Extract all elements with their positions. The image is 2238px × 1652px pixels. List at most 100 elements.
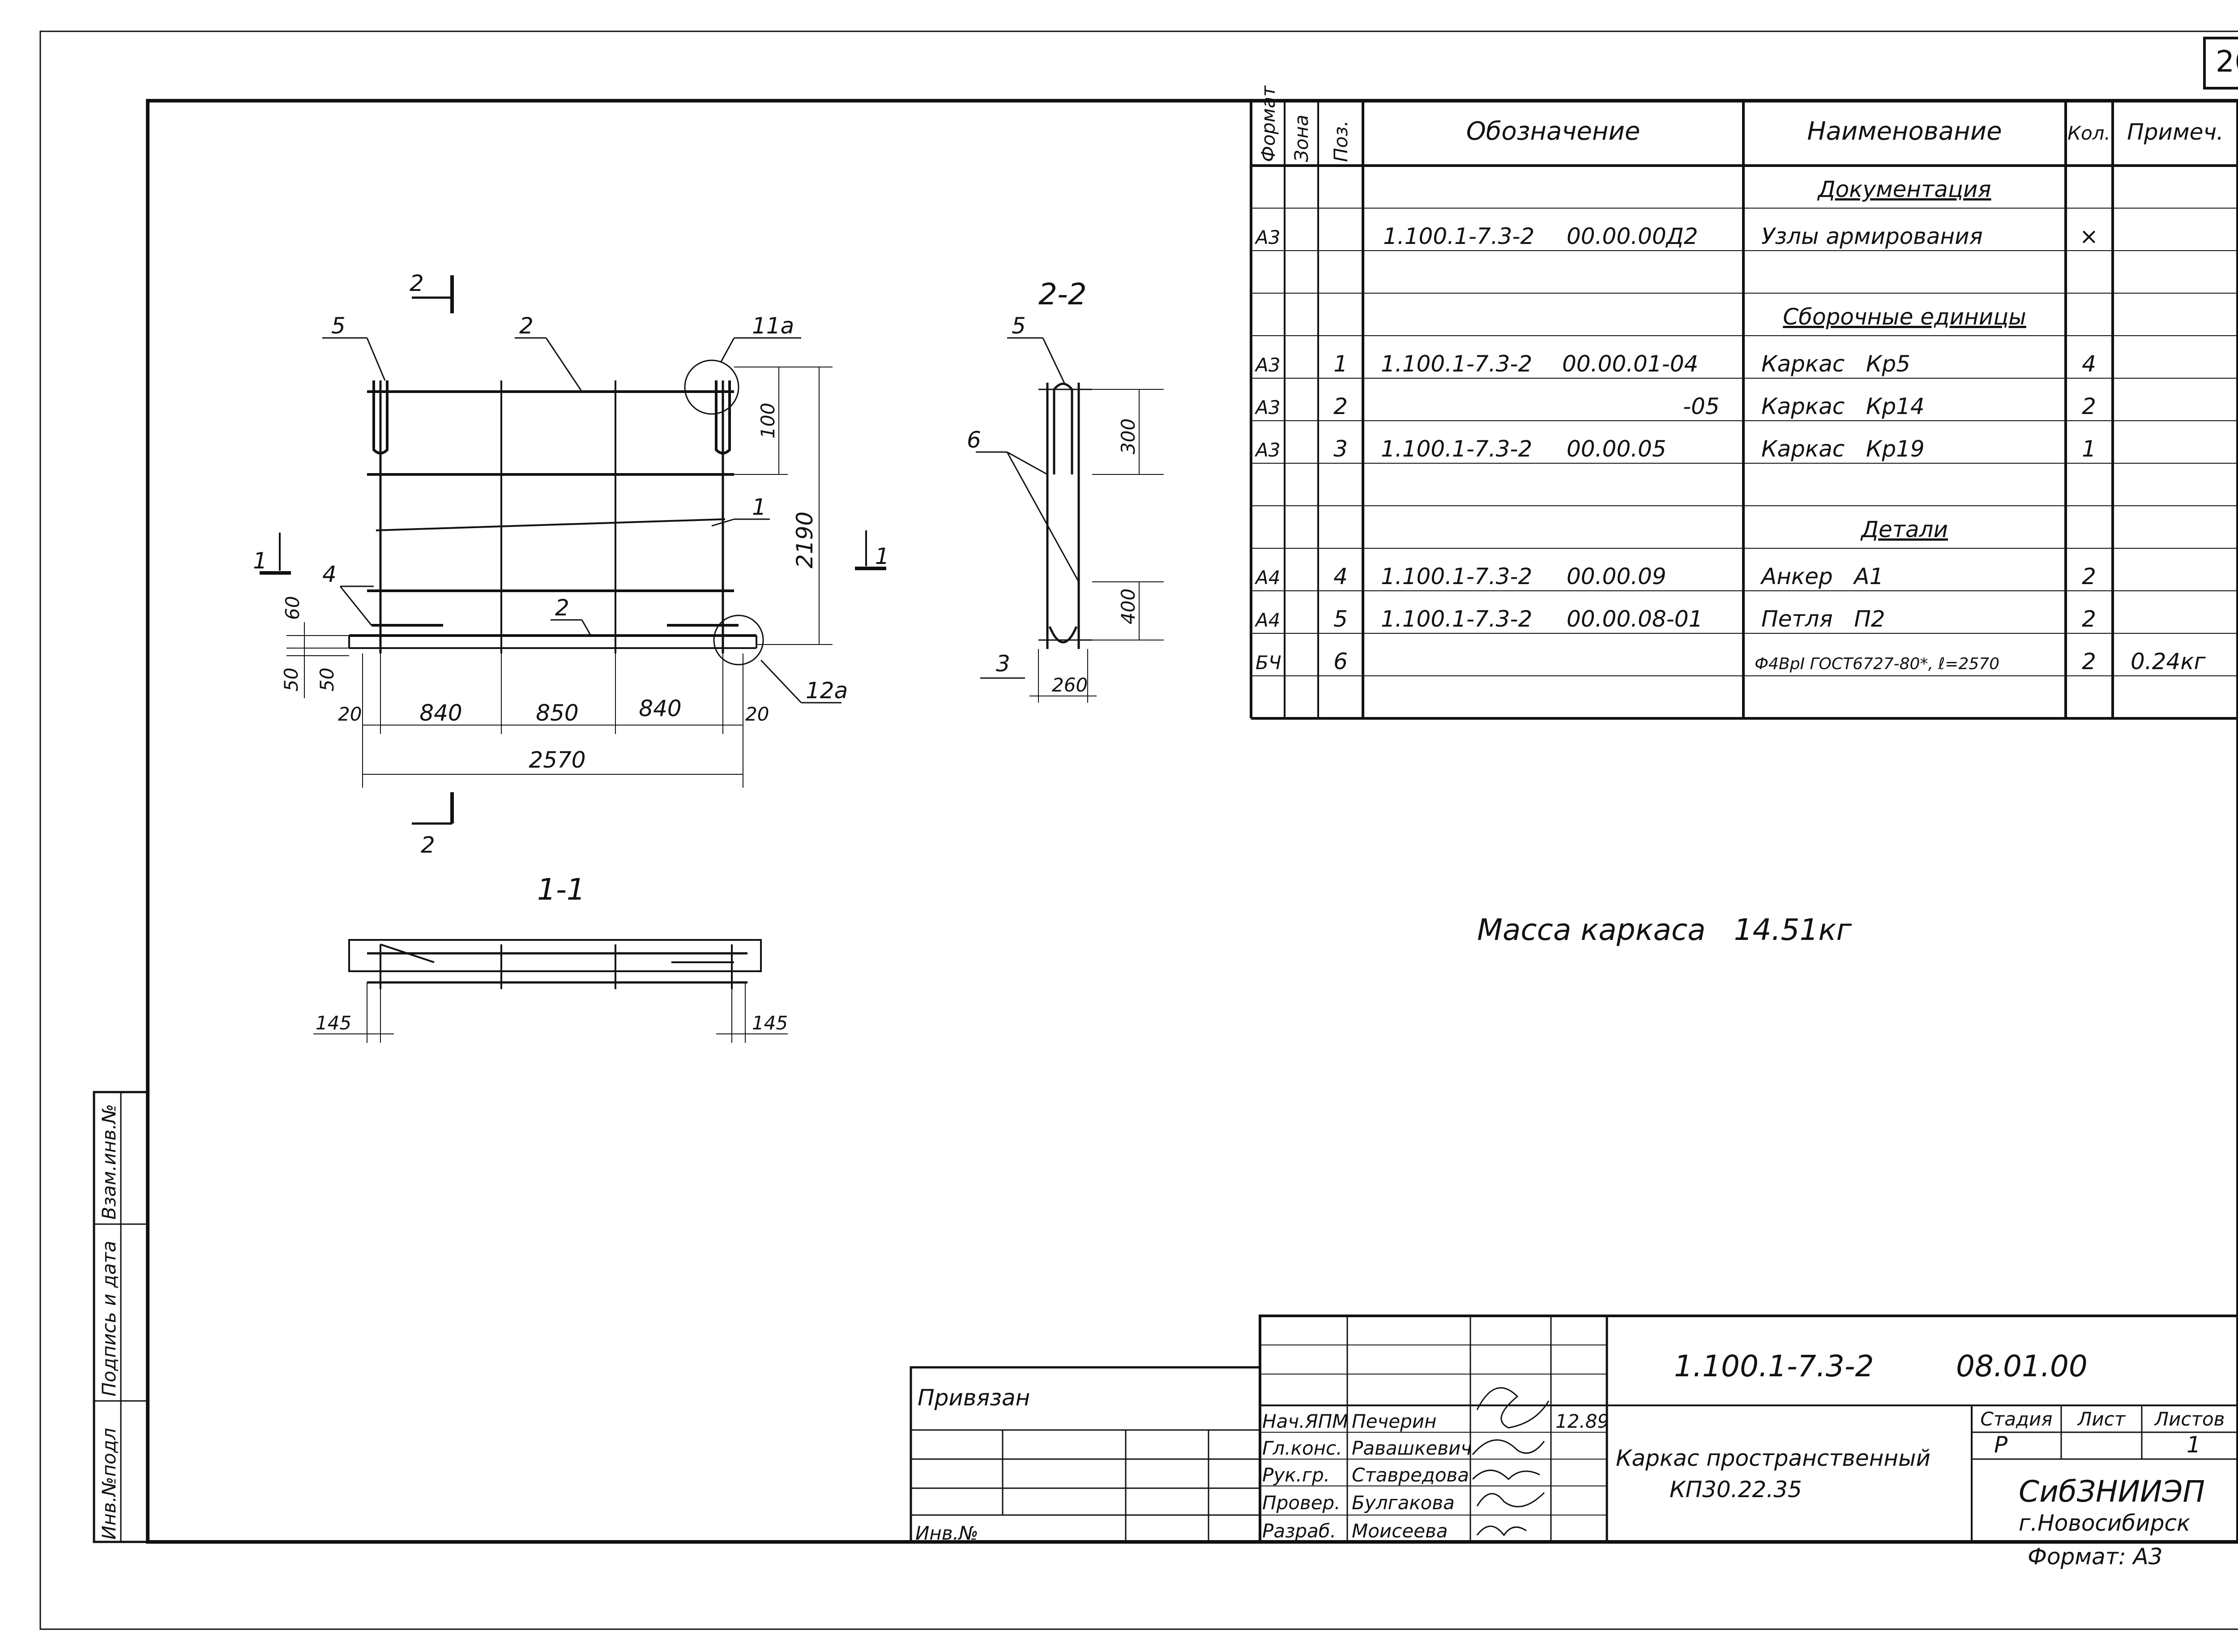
dim-840-right: 840: [639, 696, 681, 721]
section-2-2-callout-3: 3: [996, 651, 1010, 677]
city: г.Новосибирск: [2019, 1510, 2190, 1536]
section-1-1-dim-145-left: 145: [316, 1012, 351, 1034]
section-2-2-callout-6: 6: [967, 427, 981, 453]
section-2-2-dim-400: 400: [1117, 589, 1139, 624]
inv-original-label: Инв.№подл: [98, 1428, 120, 1540]
attachment-block: Привязан Инв.№: [910, 1366, 1261, 1544]
row-qty: 1: [2082, 436, 2096, 462]
sheet-label: Лист: [2077, 1408, 2126, 1430]
table-row: А3 1.100.1-7.3-2 00.00.00Д2 Узлы армиров…: [1254, 223, 2098, 249]
signatory-name: Ставредова: [1352, 1464, 1469, 1486]
cut-2-top: 2: [410, 270, 424, 296]
header-zone: Зона: [1290, 115, 1312, 162]
callout-4: 4: [322, 561, 337, 587]
dim-840-left: 840: [419, 700, 462, 726]
section-2-2-dim-300: 300: [1117, 418, 1139, 454]
row-designation: 1.100.1-7.3-2: [1383, 223, 1534, 249]
signatory-row: Рук.гр. Ставредова: [1262, 1464, 1469, 1486]
organization: СибЗНИИЭП: [2019, 1474, 2205, 1509]
detail-circle-11a: [684, 359, 739, 415]
row-designation: 1.100.1-7.3-2: [1381, 606, 1532, 632]
dim-100-top: 100: [757, 403, 779, 439]
callout-1: 1: [752, 494, 766, 520]
row-pos: 5: [1333, 606, 1348, 632]
section-1-1-view: 1-1 145 145: [313, 872, 788, 1043]
row-pos: 6: [1333, 649, 1348, 674]
title-line-1: Каркас пространственный: [1616, 1445, 1930, 1471]
row-qty: 2: [2082, 563, 2096, 589]
row-designation: 1.100.1-7.3-2: [1381, 351, 1532, 377]
row-format: А4: [1254, 567, 1280, 589]
sheets-label: Листов: [2154, 1408, 2225, 1430]
signatory-name: Печерин: [1352, 1410, 1437, 1432]
section-2-2-dim-260: 260: [1052, 674, 1088, 696]
signatory-row: Провер. Булгакова: [1262, 1492, 1455, 1514]
table-row: А3 1 1.100.1-7.3-2 00.00.01-04 Каркас Кр…: [1254, 351, 2096, 377]
table-row: А3 2 -05 Каркас Кр14 2: [1254, 393, 2096, 419]
main-frame-view: 5 2 11а 1 4 2 12а 1 1 2 2 20 840 850 840…: [253, 270, 889, 858]
table-row: А3 3 1.100.1-7.3-2 00.00.05 Каркас Кр19 …: [1254, 436, 2096, 462]
row-pos: 4: [1333, 563, 1348, 589]
section-details: Детали: [1860, 517, 1948, 542]
row-qty: ×: [2080, 223, 2098, 249]
mass-note: Масса каркаса 14.51кг: [1477, 913, 1852, 947]
row-code: 00.00.08-01: [1567, 606, 1703, 632]
date: 12.89: [1555, 1410, 1609, 1432]
row-format: А3: [1254, 354, 1280, 376]
detail-circle-12a: [713, 615, 764, 666]
callout-2: 2: [519, 313, 534, 339]
row-note: 0.24кг: [2131, 649, 2206, 674]
callout-2b: 2: [555, 595, 569, 621]
dim-50-b: 50: [316, 668, 338, 692]
dim-2570-total: 2570: [529, 747, 585, 773]
signatures: [1472, 1387, 1550, 1537]
row-qty: 4: [2082, 351, 2096, 377]
dim-60: 60: [282, 596, 303, 620]
row-name: Каркас Кр19: [1761, 436, 1925, 462]
section-2-2-view: 2-2 5 6 3 300 400 260: [967, 277, 1164, 703]
sheet-number: 26: [2216, 44, 2238, 79]
header-note: Примеч.: [2127, 119, 2224, 145]
row-name: Петля П2: [1761, 606, 1885, 632]
row-name: Каркас Кр14: [1761, 393, 1925, 419]
row-format: А4: [1254, 609, 1280, 631]
title-block: 1.100.1-7.3-2 08.01.00 Каркас пространст…: [1259, 1315, 2238, 1570]
cut-1-right: 1: [875, 543, 889, 569]
cut-2-bottom: 2: [421, 832, 435, 858]
attachment-inv-label: Инв.№: [915, 1522, 978, 1544]
row-pos: 3: [1333, 436, 1348, 462]
header-name: Наименование: [1807, 117, 2002, 146]
table-row: БЧ 6 Ф4ВрI ГОСТ6727-80*, ℓ=2570 2 0.24кг: [1256, 649, 2206, 674]
doc-number: 08.01.00: [1956, 1349, 2088, 1383]
row-qty: 2: [2082, 649, 2096, 674]
left-stamp-strip: Инв.№подл Подпись и дата Взам.инв.№: [93, 1091, 149, 1543]
signatory-name: Булгакова: [1352, 1492, 1455, 1514]
dim-50-a: 50: [280, 668, 302, 692]
table-row: А4 5 1.100.1-7.3-2 00.00.08-01 Петля П2 …: [1254, 606, 2096, 632]
section-1-1-dim-145-right: 145: [752, 1012, 788, 1034]
header-designation: Обозначение: [1466, 117, 1640, 146]
sign-date-label: Подпись и дата: [98, 1241, 120, 1396]
format-label: Формат: А3: [2028, 1544, 2163, 1570]
section-2-2-callout-5: 5: [1012, 313, 1026, 339]
title-line-2: КП30.22.35: [1670, 1477, 1802, 1503]
signatory-name: Равашкевич: [1352, 1437, 1472, 1459]
replacement-inv-label: Взам.инв.№: [98, 1104, 120, 1220]
row-qty: 2: [2082, 393, 2096, 419]
row-code: 00.00.09: [1567, 563, 1666, 589]
signatory-row: Разраб. Моисеева: [1262, 1520, 1448, 1542]
row-code: -05: [1683, 393, 1720, 419]
section-documentation: Документация: [1817, 176, 1991, 202]
row-pos: 1: [1333, 351, 1348, 377]
row-designation: 1.100.1-7.3-2: [1381, 436, 1532, 462]
row-code: 00.00.00Д2: [1567, 223, 1698, 249]
row-format: БЧ: [1256, 652, 1281, 674]
page-border: [39, 30, 2238, 1630]
signatory-role: Рук.гр.: [1262, 1464, 1330, 1486]
row-format: А3: [1254, 226, 1280, 248]
header-format: Формат: [1257, 85, 1279, 162]
sheets-value: 1: [2187, 1432, 2201, 1458]
signatory-role: Нач.ЯПМ: [1262, 1410, 1349, 1432]
signatory-role: Гл.конс.: [1262, 1437, 1342, 1459]
